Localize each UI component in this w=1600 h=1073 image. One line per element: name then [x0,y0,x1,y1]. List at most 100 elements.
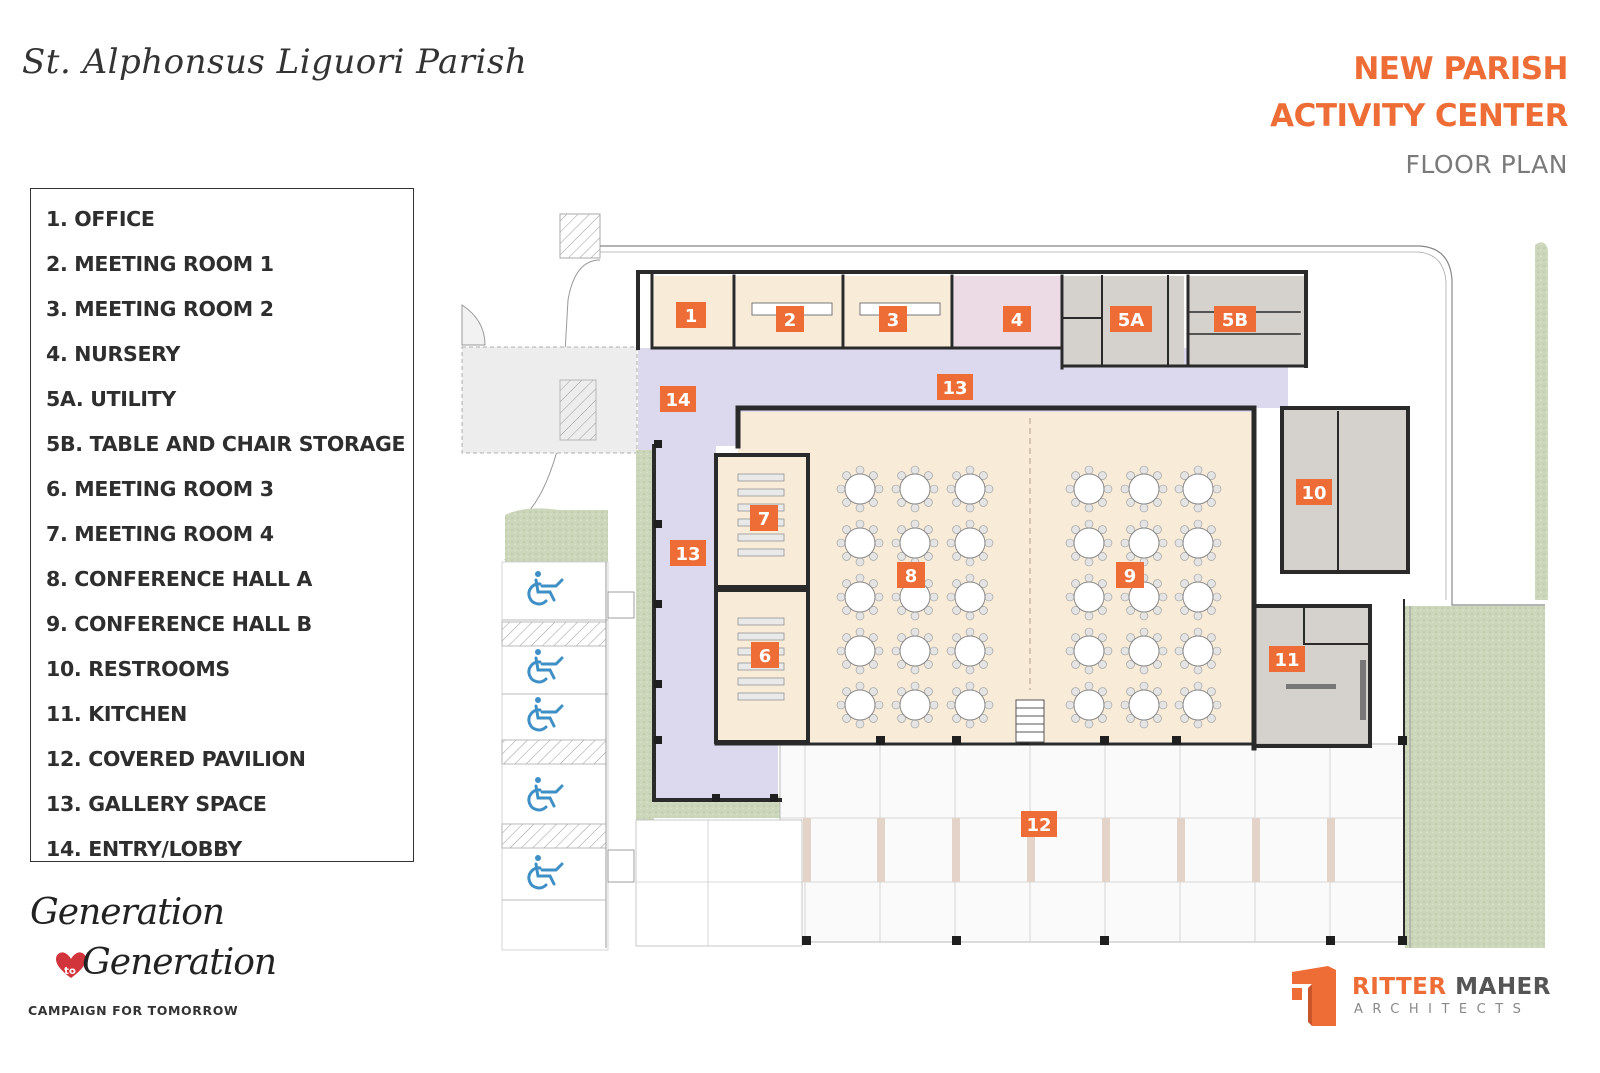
room-tag-utility: 5A [1110,306,1152,332]
structural-columns [654,440,1407,945]
classroom-table [737,677,785,686]
svg-text:5B: 5B [1222,310,1248,331]
title-block: NEW PARISH ACTIVITY CENTER FLOOR PLAN [1270,46,1568,179]
legend-item-meeting-room-3: 6. MEETING ROOM 3 [46,477,274,501]
round-table [1065,681,1113,729]
room-tag-office: 1 [676,302,706,328]
svg-text:11: 11 [1274,650,1299,671]
svg-text:13: 13 [675,544,700,565]
room-tag-covered-pavilion: 12 [1021,811,1057,837]
legend-item-utility: 5A. UTILITY [46,387,176,411]
legend-item-conference-hall-a: 8. CONFERENCE HALL A [46,567,313,591]
campaign-tagline: CAMPAIGN FOR TOMORROW [28,1003,239,1018]
round-table [946,627,994,675]
campaign-to: to [64,966,76,977]
round-table [1174,465,1222,513]
parking-area [501,561,635,951]
svg-text:5A: 5A [1118,310,1145,331]
room-tag-conference-hall-a: 8 [897,562,925,588]
room-tag-kitchen: 11 [1269,646,1305,672]
round-table [836,519,884,567]
round-table [1065,573,1113,621]
svg-text:12: 12 [1026,815,1051,836]
legend-item-conference-hall-b: 9. CONFERENCE HALL B [46,612,312,636]
stage-stair [1015,699,1045,743]
svg-text:1: 1 [685,306,698,327]
round-table [891,681,939,729]
logo-name: RITTER MAHER [1352,974,1551,1000]
room-legend: 1. OFFICE 2. MEETING ROOM 1 3. MEETING R… [30,188,414,862]
round-table [1174,681,1222,729]
legend-item-storage: 5B. TABLE AND CHAIR STORAGE [46,432,406,456]
legend-item-meeting-room-4: 7. MEETING ROOM 4 [46,522,274,546]
svg-text:4: 4 [1011,310,1024,331]
classroom-table [737,473,785,482]
room-tag-lobby: 14 [660,386,696,412]
heart-icon [56,952,86,978]
legend-item-office: 1. OFFICE [46,207,155,231]
classroom-table [737,533,785,542]
round-table [836,465,884,513]
svg-text:13: 13 [942,378,967,399]
title-line-1: NEW PARISH [1353,51,1568,87]
kitchen-equipment [1286,660,1366,720]
svg-text:14: 14 [665,390,690,411]
round-table [1065,627,1113,675]
round-table [946,573,994,621]
classroom-table [737,548,785,557]
round-table [1120,519,1168,567]
ritter-maher-logo-mark [1292,966,1336,1026]
campaign-line-1: Generation [30,892,225,933]
room-tag-restrooms: 10 [1296,479,1332,505]
walls [636,270,1410,945]
legend-item-gallery-space: 13. GALLERY SPACE [46,792,267,816]
round-table [1174,573,1222,621]
room-tag-meeting-room-3: 6 [751,642,779,668]
legend-item-meeting-room-2: 3. MEETING ROOM 2 [46,297,274,321]
round-table [836,573,884,621]
round-table [1065,519,1113,567]
legend-item-restrooms: 10. RESTROOMS [46,657,230,681]
round-table [891,519,939,567]
pavilion-grid [636,744,1404,946]
room-tag-gallery-left: 13 [670,540,706,566]
legend-item-covered-pavilion: 12. COVERED PAVILION [46,747,306,771]
room-tag-storage: 5B [1214,306,1256,332]
classroom-table [737,632,785,641]
round-table [836,681,884,729]
building-floor [635,276,1406,947]
round-table [1120,627,1168,675]
architect-logo: RITTER MAHER ARCHITECTS [1288,966,1558,1030]
classroom-table [737,617,785,626]
svg-text:7: 7 [758,509,771,530]
accessible-parking-icon [527,777,564,812]
title-line-2: ACTIVITY CENTER [1270,98,1568,134]
round-table [891,465,939,513]
accessible-parking-icon [527,649,564,684]
accessible-parking-icon [527,571,564,606]
round-tables [836,465,1222,729]
room-tag-meeting-room-1: 2 [776,306,804,332]
svg-text:9: 9 [1124,566,1137,587]
legend-item-entry-lobby: 14. ENTRY/LOBBY [46,837,242,861]
legend-item-nursery: 4. NURSERY [46,342,181,366]
round-table [946,465,994,513]
round-table [1120,465,1168,513]
floor-plan-subtitle: FLOOR PLAN [1405,150,1568,179]
svg-text:8: 8 [905,566,918,587]
campaign-line-2: Generation [82,942,277,983]
accessible-parking-icon [527,697,564,732]
room-tag-nursery: 4 [1003,306,1031,332]
round-table [836,627,884,675]
room-tags: 1 2 3 4 5A 5B 13 14 13 7 6 8 9 10 11 12 [660,302,1332,837]
room-tag-meeting-room-4: 7 [750,505,778,531]
room-tag-meeting-room-2: 3 [879,306,907,332]
svg-text:2: 2 [784,310,797,331]
logo-subtitle: ARCHITECTS [1354,1002,1531,1017]
round-table [946,681,994,729]
pavilion-beams [803,818,1335,882]
round-table [946,519,994,567]
round-table [1120,681,1168,729]
parish-name: St. Alphonsus Liguori Parish [22,42,528,82]
